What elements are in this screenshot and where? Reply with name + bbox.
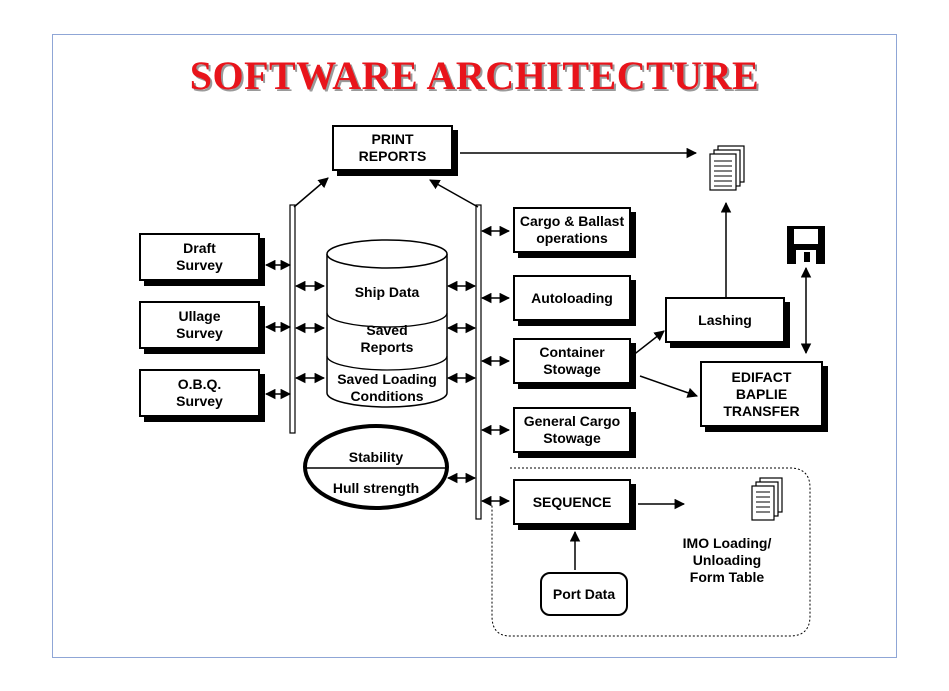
imo-form-label: IMO Loading/ Unloading Form Table: [682, 535, 772, 585]
edifact-label: EDIFACT BAPLIE TRANSFER: [723, 368, 800, 419]
draft-survey-box: Draft Survey: [139, 233, 260, 281]
floppy-disk-icon: [787, 226, 825, 264]
cargo-ballast-box: Cargo & Ballast operations: [513, 207, 631, 253]
ullage-survey-label: Ullage Survey: [176, 308, 223, 341]
sequence-label: SEQUENCE: [532, 493, 612, 510]
print-reports-box: PRINT REPORTS: [332, 125, 453, 171]
port-data-box: Port Data: [540, 572, 628, 616]
general-cargo-label: General Cargo Stowage: [523, 413, 621, 446]
obq-survey-label: O.B.Q. Survey: [176, 376, 223, 409]
cargo-ballast-label: Cargo & Ballast operations: [519, 213, 625, 246]
container-stowage-box: Container Stowage: [513, 338, 631, 384]
hull-strength-label: Hull strength: [332, 480, 420, 496]
slide-title: SOFTWARE ARCHITECTURE: [189, 53, 760, 98]
draft-survey-label: Draft Survey: [176, 240, 223, 273]
saved-loading-conditions-label: Saved Loading Conditions: [337, 371, 437, 404]
left-bus-bar: [289, 204, 296, 434]
edifact-box: EDIFACT BAPLIE TRANSFER: [700, 361, 823, 427]
sequence-box: SEQUENCE: [513, 479, 631, 525]
right-bus-bar: [475, 204, 482, 520]
documents-icon: [709, 145, 745, 191]
autoloading-box: Autoloading: [513, 275, 631, 321]
lashing-box: Lashing: [665, 297, 785, 343]
print-reports-label: PRINT REPORTS: [358, 131, 427, 164]
obq-survey-box: O.B.Q. Survey: [139, 369, 260, 417]
imo-documents-icon: [751, 477, 783, 521]
database-cylinder: [326, 239, 448, 408]
ship-data-label: Ship Data: [354, 284, 420, 300]
stability-label: Stability: [348, 449, 404, 465]
stability-ellipse: [303, 424, 449, 510]
ullage-survey-box: Ullage Survey: [139, 301, 260, 349]
port-data-label: Port Data: [552, 585, 616, 602]
saved-reports-label: Saved Reports: [360, 322, 414, 355]
lashing-label: Lashing: [698, 311, 752, 328]
autoloading-label: Autoloading: [531, 289, 613, 306]
general-cargo-box: General Cargo Stowage: [513, 407, 631, 453]
sequence-group-outline: [491, 467, 811, 637]
slide-frame: [52, 34, 897, 658]
container-stowage-label: Container Stowage: [539, 344, 605, 377]
